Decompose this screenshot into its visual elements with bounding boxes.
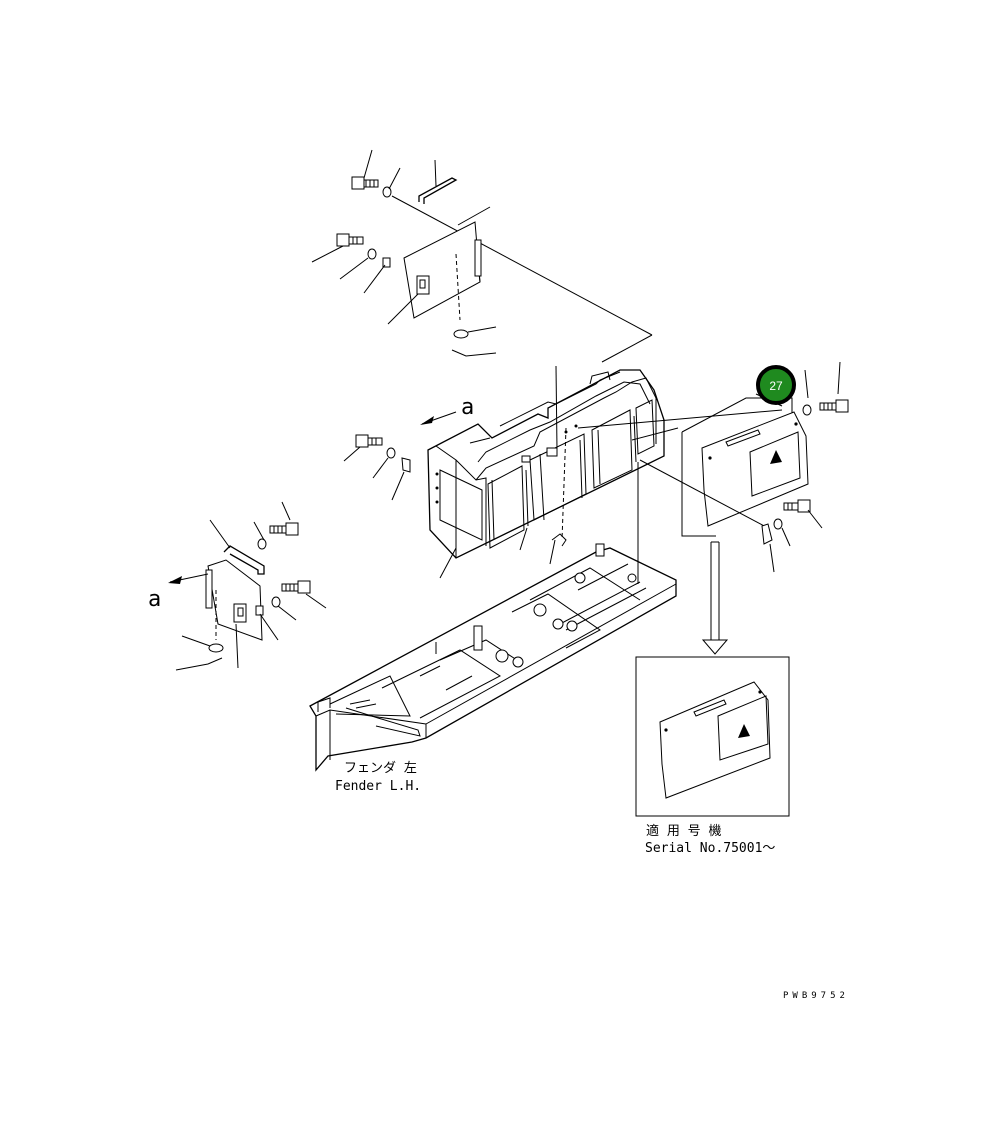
- cover-plate: [701, 411, 809, 527]
- washer-icon: [382, 186, 392, 198]
- serial-detail-panel: 適 用 号 機 Serial No.75001～: [635, 656, 790, 856]
- bolt-icon: [351, 176, 379, 190]
- bolt-icon: [336, 233, 364, 247]
- washer-icon: [386, 447, 396, 459]
- view-marker-label: a: [461, 395, 474, 420]
- upper-bracket-assembly: [311, 149, 653, 357]
- pin-icon: [223, 545, 265, 575]
- fender-box: [427, 334, 665, 579]
- view-marker-label: a: [148, 587, 161, 612]
- nut-icon: [382, 257, 391, 268]
- serial-caption-jp: 適 用 号 機: [646, 823, 721, 839]
- fender-caption-jp: フェンダ 左: [344, 761, 417, 776]
- bolt-icon: [281, 580, 311, 594]
- washer-icon: [208, 643, 224, 653]
- cover-assembly: [577, 361, 849, 584]
- view-marker-left: a: [148, 573, 209, 612]
- serial-caption-en: Serial No.75001～: [645, 841, 775, 856]
- fender-caption-en: Fender L.H.: [335, 779, 421, 794]
- washer-icon: [257, 538, 267, 550]
- washer-icon: [453, 329, 469, 339]
- clip-icon: [761, 523, 773, 545]
- fender-frame: [309, 543, 677, 772]
- bracket-plate: [403, 221, 481, 319]
- bolt-icon: [819, 399, 849, 413]
- box-fastener-group: [343, 434, 411, 501]
- washer-icon: [773, 518, 783, 530]
- part-callout-27[interactable]: 27: [756, 365, 796, 405]
- left-bracket-assembly: [175, 501, 327, 671]
- washer-icon: [802, 404, 812, 416]
- pin-icon: [418, 177, 458, 204]
- washer-icon: [367, 248, 377, 260]
- bolt-icon: [783, 499, 811, 513]
- nut-icon: [255, 605, 264, 616]
- bolt-icon: [355, 434, 383, 448]
- view-marker-upper: a: [420, 395, 474, 425]
- clip-icon: [401, 457, 411, 473]
- bolt-icon: [269, 522, 299, 536]
- washer-icon: [271, 596, 281, 608]
- down-arrow-icon: [701, 541, 729, 655]
- callout-number: 27: [769, 379, 783, 393]
- drawing-code: PWB9752: [783, 991, 849, 1001]
